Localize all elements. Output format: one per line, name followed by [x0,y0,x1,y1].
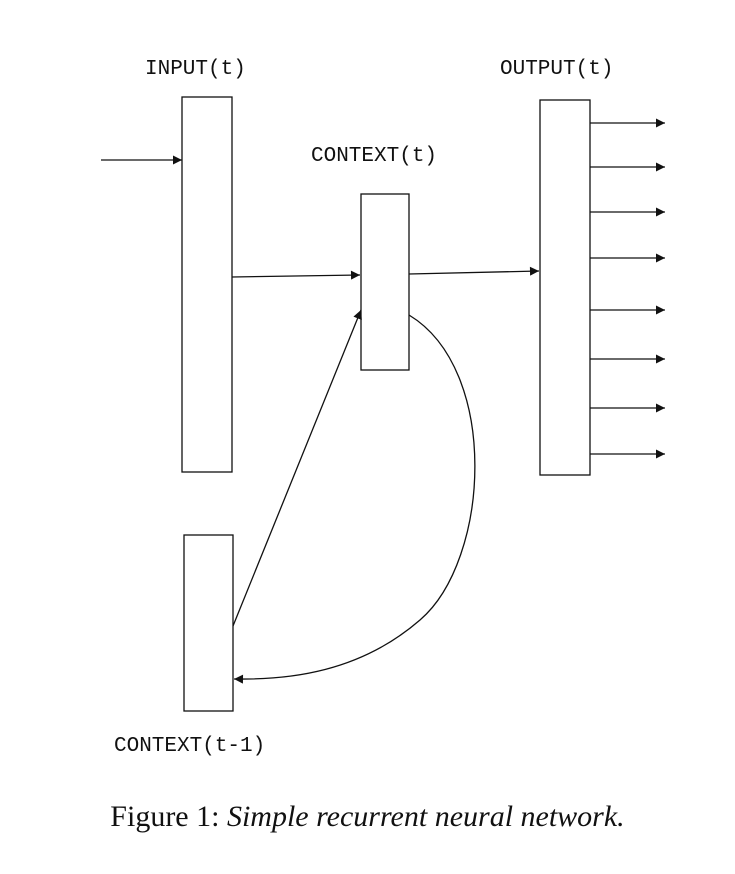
output-arrows [590,118,665,459]
input-to-context-arrow [231,270,361,280]
caption-prefix: Figure 1: [110,800,220,833]
output-label: OUTPUT(t) [500,58,613,81]
figure-caption: Figure 1: Simple recurrent neural networ… [0,800,735,834]
context-prev-layer-box [183,534,234,712]
context-copy-back-curve [233,314,476,684]
context-prev-label: CONTEXT(t-1) [114,735,265,758]
caption-text: Simple recurrent neural network. [226,800,625,833]
context-prev-to-context-arrow [232,309,362,627]
context-to-output-arrow [408,266,540,276]
input-label: INPUT(t) [145,58,246,81]
output-layer-box [539,99,591,476]
context-label: CONTEXT(t) [311,145,437,168]
context-layer-box [360,193,410,371]
input-layer-box [181,96,233,473]
